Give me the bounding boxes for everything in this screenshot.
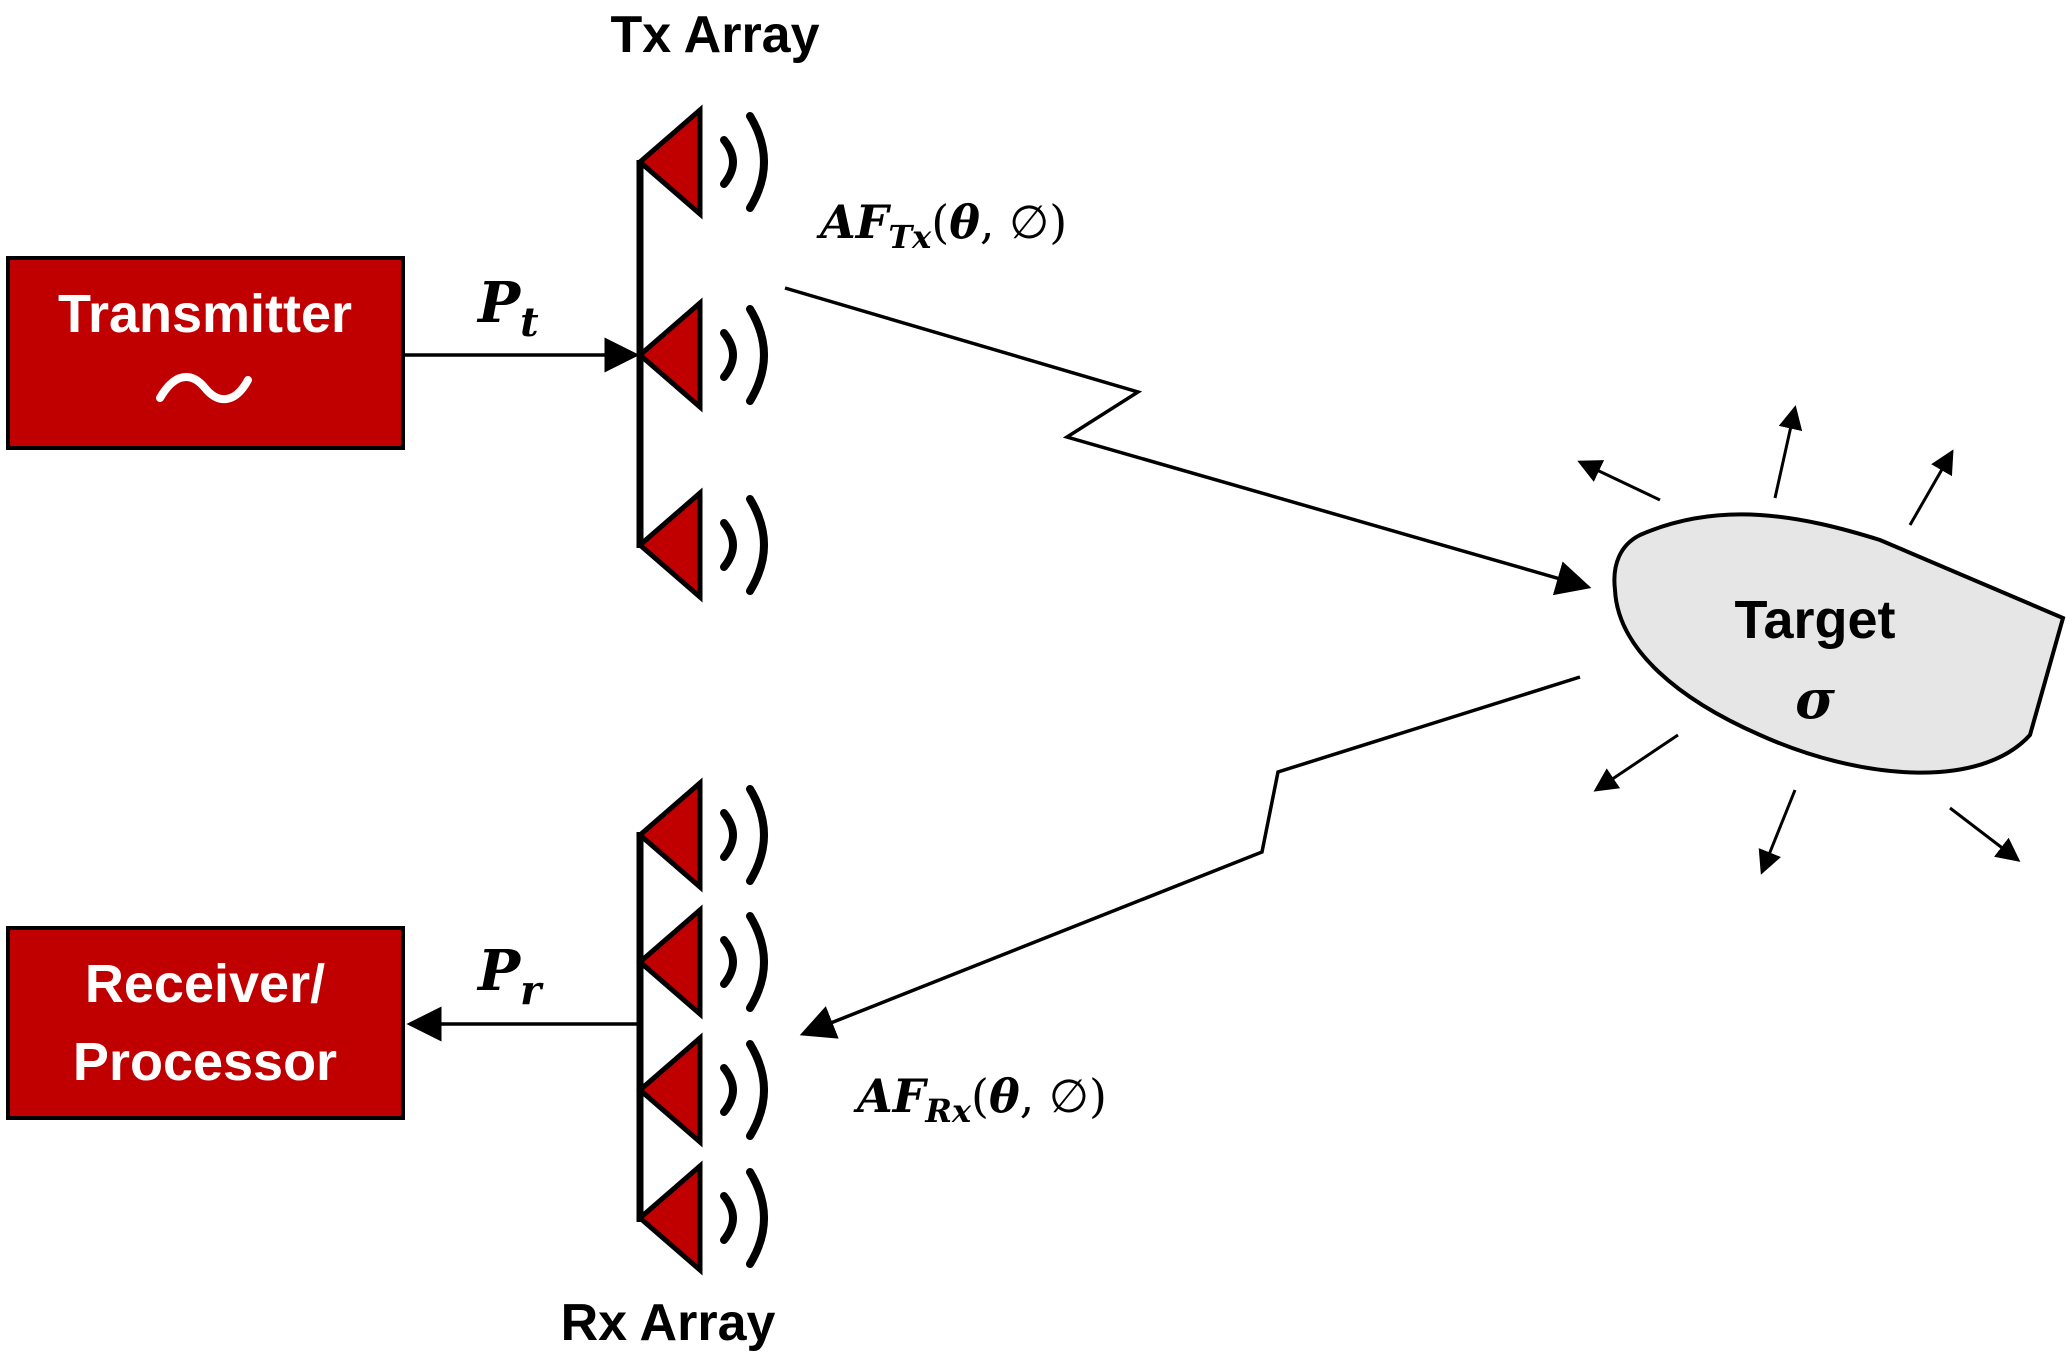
receiver-label-line2: Processor <box>73 1032 337 1092</box>
rx-antenna-2 <box>640 910 764 1014</box>
antenna-horn-icon <box>640 493 764 597</box>
antenna-horn-icon <box>640 910 764 1014</box>
antenna-horn-icon <box>640 1166 764 1270</box>
antenna-horn-icon <box>640 783 764 887</box>
rx-array-factor-label: AFRx(θ, ∅) <box>853 1069 1107 1130</box>
rx-antenna-3 <box>640 1038 764 1142</box>
return-lightning-path <box>799 675 1581 1039</box>
antenna-horn-icon <box>640 303 764 407</box>
target-shape <box>1612 512 2066 775</box>
antenna-horn-icon <box>640 110 764 214</box>
transmit-power-label: Pt <box>476 270 539 346</box>
tx-array-label: Tx Array <box>610 6 819 64</box>
tx-antenna-2 <box>640 303 764 407</box>
rx-array-label: Rx Array <box>561 1294 776 1352</box>
transmitter-label: Transmitter <box>58 284 352 344</box>
target-label: Target <box>1734 590 1895 650</box>
target-symbol: σ <box>1795 667 1835 731</box>
receiver-block <box>6 926 405 1120</box>
tx-array-factor-label: AFTx(θ, ∅) <box>816 195 1067 256</box>
tilde-symbol-icon <box>156 373 252 404</box>
tx-antenna-3 <box>640 493 764 597</box>
receive-power-label: Pr <box>476 938 544 1014</box>
receiver-label-line1: Receiver/ <box>85 954 325 1014</box>
rx-antenna-4 <box>640 1166 764 1270</box>
transmit-lightning-path <box>784 286 1592 596</box>
antenna-horn-icon <box>640 1038 764 1142</box>
transmitter-block <box>6 256 405 450</box>
rx-antenna-1 <box>640 783 764 887</box>
tx-antenna-1 <box>640 110 764 214</box>
scatter-arrow-icon <box>1577 405 2021 875</box>
